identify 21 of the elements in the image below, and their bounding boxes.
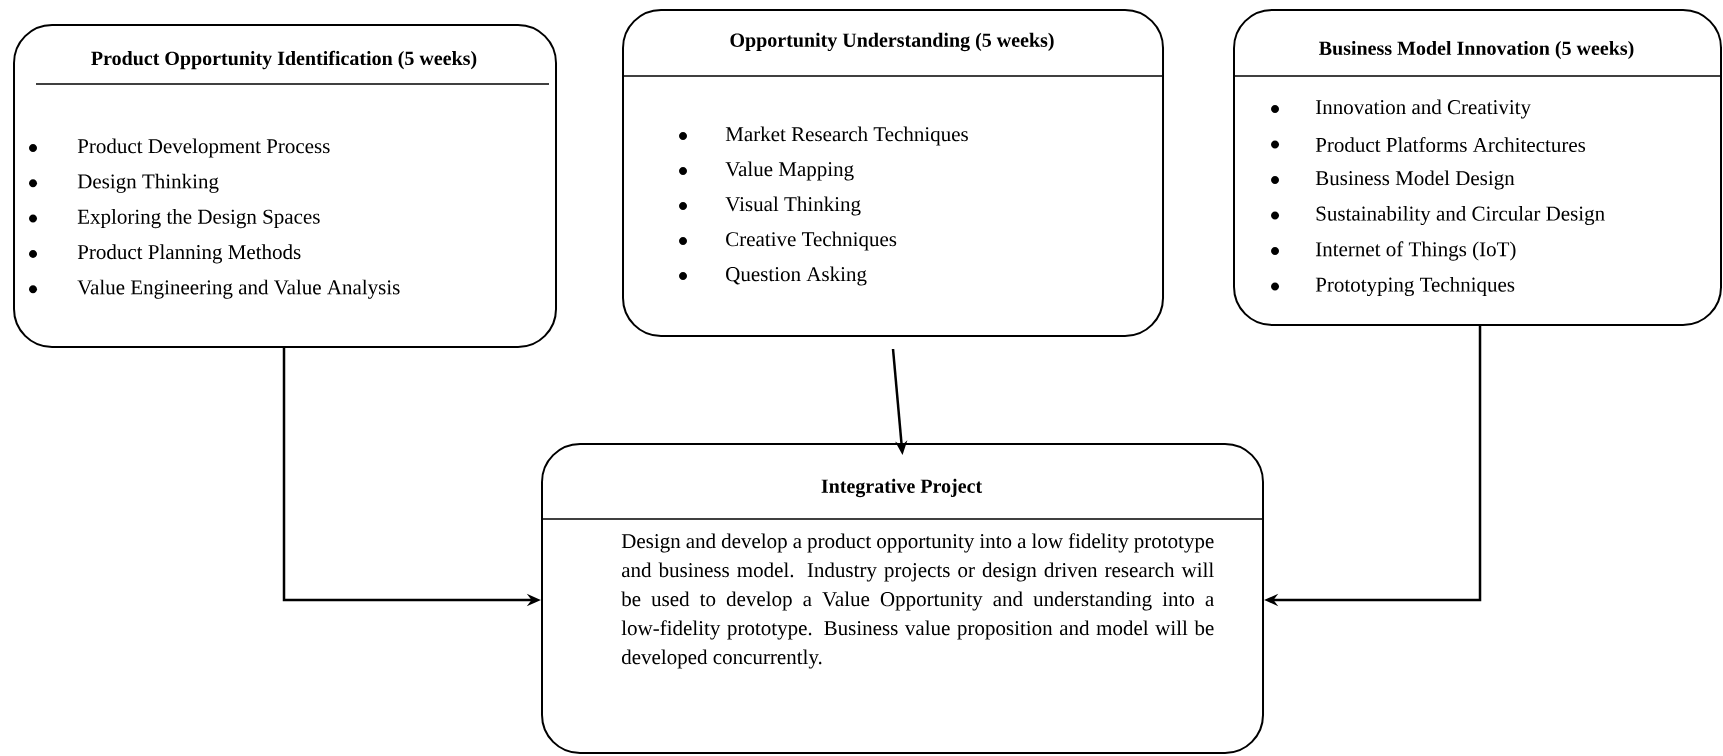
bullet-item: Value Mapping bbox=[679, 161, 854, 181]
box-heading: Integrative Project bbox=[821, 478, 983, 498]
bullet-item: Market Research Techniques bbox=[679, 126, 968, 146]
bullet-item: Sustainability and Circular Design bbox=[1271, 205, 1605, 226]
bullet-item: Exploring the Design Spaces bbox=[29, 209, 320, 229]
description-text: Design and develop a product opportunity into a low fidelity prototype and business model. Industry projects or design driven research will be used to develop a Value Opportunity and understanding into a low-fidelity prototype. Business value proposition and model will be developed concurrently. bbox=[621, 533, 1214, 669]
box-heading: Opportunity Understanding (5 weeks) bbox=[730, 32, 1054, 52]
bullet-item: Product Development Process bbox=[29, 138, 330, 158]
bullet-item: Value Engineering and Value Analysis bbox=[29, 279, 400, 299]
bullet-item: Product Platforms Architectures bbox=[1271, 137, 1586, 152]
bullet-item: Creative Techniques bbox=[679, 231, 897, 251]
bullet-item: Product Planning Methods bbox=[29, 244, 301, 264]
bullet-item: Question Asking bbox=[679, 266, 867, 286]
bullet-item: Visual Thinking bbox=[679, 196, 861, 216]
bullet-item: Design Thinking bbox=[29, 173, 219, 193]
box-heading: Business Model Innovation (5 weeks) bbox=[1319, 40, 1634, 60]
bullet-item: Business Model Design bbox=[1271, 170, 1515, 190]
box-heading: Product Opportunity Identification (5 weeks) bbox=[91, 50, 477, 70]
bullet-item: Innovation and Creativity bbox=[1271, 99, 1531, 119]
bullet-item: Prototyping Techniques bbox=[1271, 276, 1515, 297]
bullet-item: Internet of Things (IoT) bbox=[1271, 241, 1516, 261]
